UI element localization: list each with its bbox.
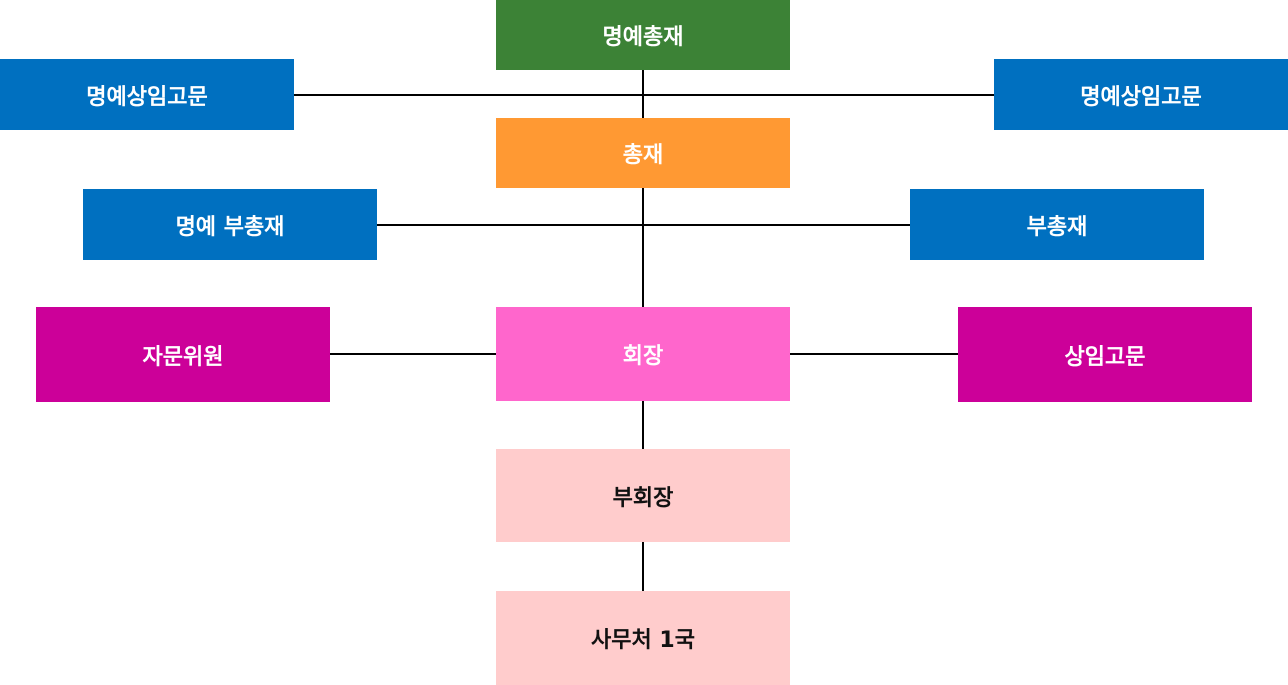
advisory-committee-connector [330,353,496,355]
chairman-node: 회장 [496,307,790,401]
standing-advisor-node: 상임고문 [958,307,1252,402]
president-node: 총재 [496,118,790,188]
standing-advisor-connector [790,353,958,355]
honorary-advisor-left-node: 명예상임고문 [0,59,294,130]
president-label: 총재 [622,143,664,168]
vice-president-connector [377,224,910,226]
honorary-advisor-right-node: 명예상임고문 [994,59,1288,130]
secretariat-label: 사무처 1국 [591,628,695,653]
spine-line-middle [642,188,644,307]
secretariat-node: 사무처 1국 [496,591,790,685]
standing-advisor-label: 상임고문 [1064,344,1146,370]
honorary-advisor-left-label: 명예상임고문 [86,84,208,110]
vice-president-label: 부총재 [1026,214,1088,240]
honorary-vice-president-node: 명예 부총재 [83,189,377,260]
honorary-president-label: 명예총재 [602,25,684,50]
honorary-advisor-connector [294,94,994,96]
advisory-committee-node: 자문위원 [36,307,330,402]
vice-president-node: 부총재 [910,189,1204,260]
honorary-president-node: 명예총재 [496,0,790,70]
advisory-committee-label: 자문위원 [142,344,224,370]
honorary-vice-president-label: 명예 부총재 [175,214,285,240]
vice-chairman-label: 부회장 [612,485,674,511]
honorary-advisor-right-label: 명예상임고문 [1080,84,1202,110]
spine-line-bottom [642,542,644,591]
spine-line-lower [642,401,644,449]
vice-chairman-node: 부회장 [496,449,790,542]
chairman-label: 회장 [622,344,664,369]
